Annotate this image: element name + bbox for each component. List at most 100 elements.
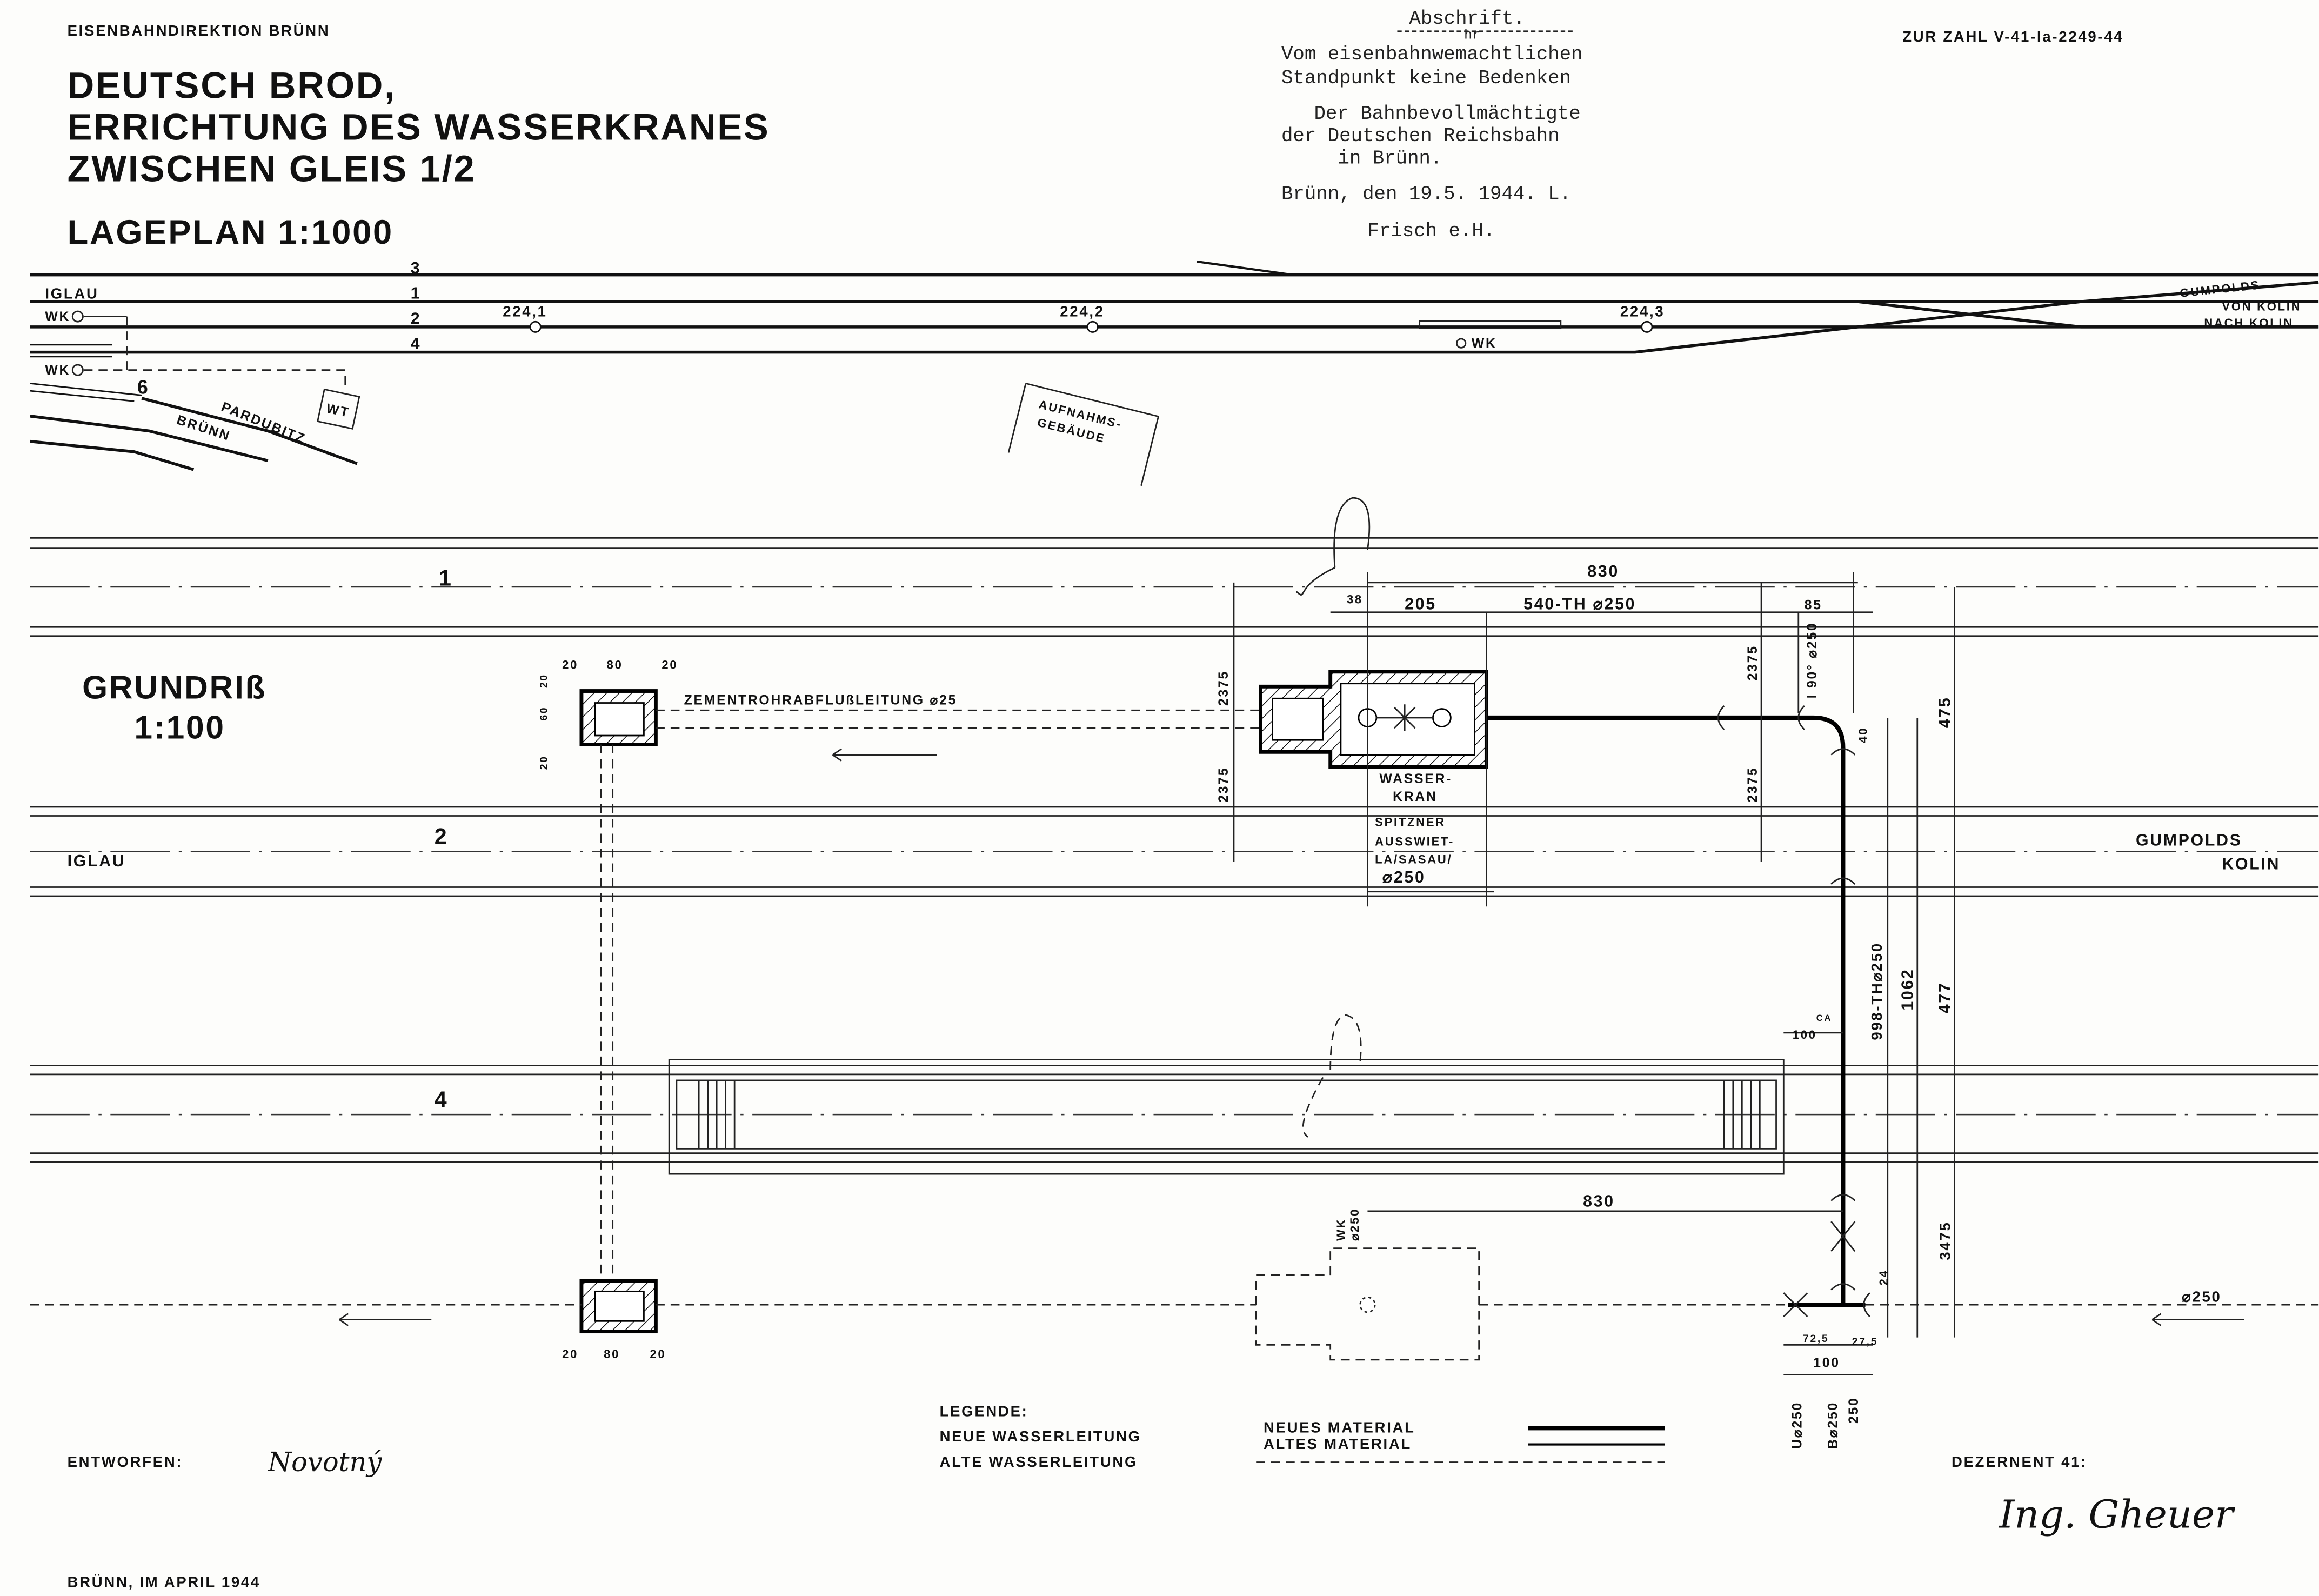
dimension-label: 85 — [1805, 598, 1822, 612]
switch-line — [1857, 300, 2319, 329]
new-pipe — [1486, 715, 1846, 1305]
water-crane-icon — [1456, 338, 1467, 349]
station-building: AUFNAHMS- GEBÄUDE — [1007, 383, 1160, 486]
dimensions: 830 38 205 540-TH ⌀250 85 I 90° ⌀250 237… — [1217, 563, 2221, 1449]
crane-maker: ⌀250 — [1382, 869, 1426, 886]
legend-label: ALTES MATERIAL — [1264, 1435, 1412, 1452]
direction-label: IGLAU — [45, 285, 98, 302]
crane-maker: SPITZNER — [1375, 816, 1446, 829]
direction-label: GUMPOLDS — [2136, 831, 2242, 849]
dimension-label: 24 — [1877, 1269, 1890, 1285]
track-number: 6 — [137, 377, 150, 398]
dimension-label: U⌀250 — [1790, 1401, 1805, 1449]
approval-line: Der Bahnbevollmächtigte — [1314, 103, 1580, 125]
track-number: 4 — [411, 335, 422, 353]
dimension-label: 2375 — [1746, 767, 1760, 803]
direction-label: IGLAU — [68, 852, 126, 870]
direction-label: NACH KOLIN — [2204, 316, 2294, 330]
dimension-label: 20 — [562, 1347, 578, 1361]
track-number: 4 — [435, 1087, 449, 1112]
file-number: ZUR ZAHL V-41-Ia-2249-44 — [1902, 28, 2123, 45]
pipe-flange-icons — [1717, 705, 1870, 1318]
direction-label: GUMPOLDS — [2179, 278, 2261, 299]
dimension-label: 205 — [1405, 595, 1436, 613]
bottom-manhole: 20 80 20 — [562, 1279, 666, 1361]
track-2: 2 — [30, 806, 2319, 897]
flow-arrow-icon — [338, 1313, 432, 1326]
site-plan-label: LAGEPLAN 1:1000 — [68, 213, 393, 251]
site-plan: 3 1 2 4 IGLAU WK WK 6 PARDUBITZ BRÜNN WT… — [30, 259, 2319, 486]
direction-label: VON KOLIN — [2222, 300, 2301, 313]
approval-line: Standpunkt keine Bedenken — [1281, 67, 1571, 89]
flow-arrow-icon — [2151, 1313, 2244, 1326]
dimension-label: 477 — [1936, 981, 1954, 1013]
water-crane-label: WK — [1472, 336, 1497, 351]
approval-note: Abschrift. hr Vom eisenbahnwemachtlichen… — [1281, 8, 1583, 242]
km-label: 224,3 — [1620, 303, 1665, 320]
dimension-label: 40 — [1856, 727, 1869, 743]
track-1: 1 — [30, 537, 2319, 637]
valve-icon — [1393, 704, 1416, 731]
drawing-title: DEUTSCH BROD, ERRICHTUNG DES WASSERKRANE… — [68, 64, 770, 189]
drain-pipe-label: ZEMENTROHRABFLUßLEITUNG ⌀25 — [684, 693, 957, 707]
ground-plan: GRUNDRIß 1:100 1 2 4 IGLAU GUMPOLDS KOLI… — [30, 497, 2319, 1449]
platform — [668, 1059, 1785, 1175]
dimension-label: 20 — [650, 1347, 666, 1361]
dimension-label: 475 — [1936, 697, 1954, 729]
dimension-label: 1062 — [1899, 968, 1917, 1010]
old-crane-label: WK — [1334, 1218, 1348, 1241]
approval-line: in Brünn. — [1338, 147, 1442, 169]
department-label: DEZERNENT 41: — [1952, 1453, 2087, 1470]
platform — [1419, 320, 1562, 330]
km-label: 224,1 — [503, 303, 547, 320]
dimension-label: 3475 — [1936, 1221, 1953, 1260]
ground-plan-label: GRUNDRIß — [82, 669, 266, 705]
direction-label: KOLIN — [2222, 855, 2280, 873]
dimension-label: 2375 — [1217, 767, 1231, 803]
dimension-label: 998-TH⌀250 — [1868, 942, 1885, 1040]
designer-signature: Novotný — [268, 1446, 383, 1478]
crane-arm — [1295, 497, 1371, 596]
dimension-label: B⌀250 — [1826, 1401, 1840, 1449]
dimension-label: 830 — [1583, 1193, 1615, 1211]
approval-line: Vom eisenbahnwemachtlichen — [1281, 43, 1583, 65]
legend: LEGENDE: NEUE WASSERLEITUNG NEUES MATERI… — [940, 1403, 1665, 1470]
dimension-label: 27,5 — [1852, 1336, 1878, 1347]
dimension-label: 830 — [1587, 563, 1619, 580]
track-number: 1 — [411, 285, 422, 303]
dimension-label: CA — [1816, 1013, 1832, 1023]
title-line: DEUTSCH BROD, — [68, 64, 396, 106]
switch-line — [1196, 260, 1294, 276]
designed-by-label: ENTWORFEN: — [68, 1453, 183, 1470]
dimension-label: 60 — [539, 706, 550, 721]
approval-line: der Deutschen Reichsbahn — [1281, 125, 1560, 147]
water-crane-icon — [71, 364, 84, 376]
water-tower-label: WT — [325, 401, 351, 420]
old-crane-label: ⌀250 — [1348, 1208, 1361, 1241]
water-crane-label: WK — [45, 363, 70, 378]
track-number: 2 — [411, 310, 422, 328]
track-number: 3 — [411, 259, 422, 277]
dimension-label: 80 — [604, 1347, 620, 1361]
dimension-label: 540-TH ⌀250 — [1523, 595, 1636, 613]
crane-maker: LA/SASAU/ — [1375, 852, 1452, 866]
dimension-label: 20 — [539, 755, 550, 770]
place-date: BRÜNN, IM APRIL 1944 — [68, 1574, 260, 1591]
km-label: 224,2 — [1060, 303, 1105, 320]
approval-heading: Abschrift. — [1409, 8, 1525, 30]
dimension-label: 38 — [1347, 592, 1363, 606]
title-line: ZWISCHEN GLEIS 1/2 — [68, 148, 476, 189]
km-mark: 224,1 224,2 224,3 — [503, 303, 1665, 333]
dimension-label: 20 — [539, 673, 550, 688]
dimension-label: 20 — [661, 658, 678, 671]
dimension-label: I 90° ⌀250 — [1805, 622, 1820, 699]
dimension-label: ⌀250 — [2182, 1288, 2221, 1305]
approval-date: Brünn, den 19.5. 1944. L. — [1281, 183, 1571, 205]
dimension-label: 2375 — [1217, 670, 1231, 706]
title-line: ERRICHTUNG DES WASSERKRANES — [68, 106, 770, 148]
approval-insertion: hr — [1464, 28, 1480, 43]
approval-signatory: Frisch e.H. — [1367, 220, 1495, 242]
crane-maker: AUSSWIET- — [1375, 834, 1454, 848]
department-signature: Ing. Gheuer — [1998, 1492, 2235, 1537]
